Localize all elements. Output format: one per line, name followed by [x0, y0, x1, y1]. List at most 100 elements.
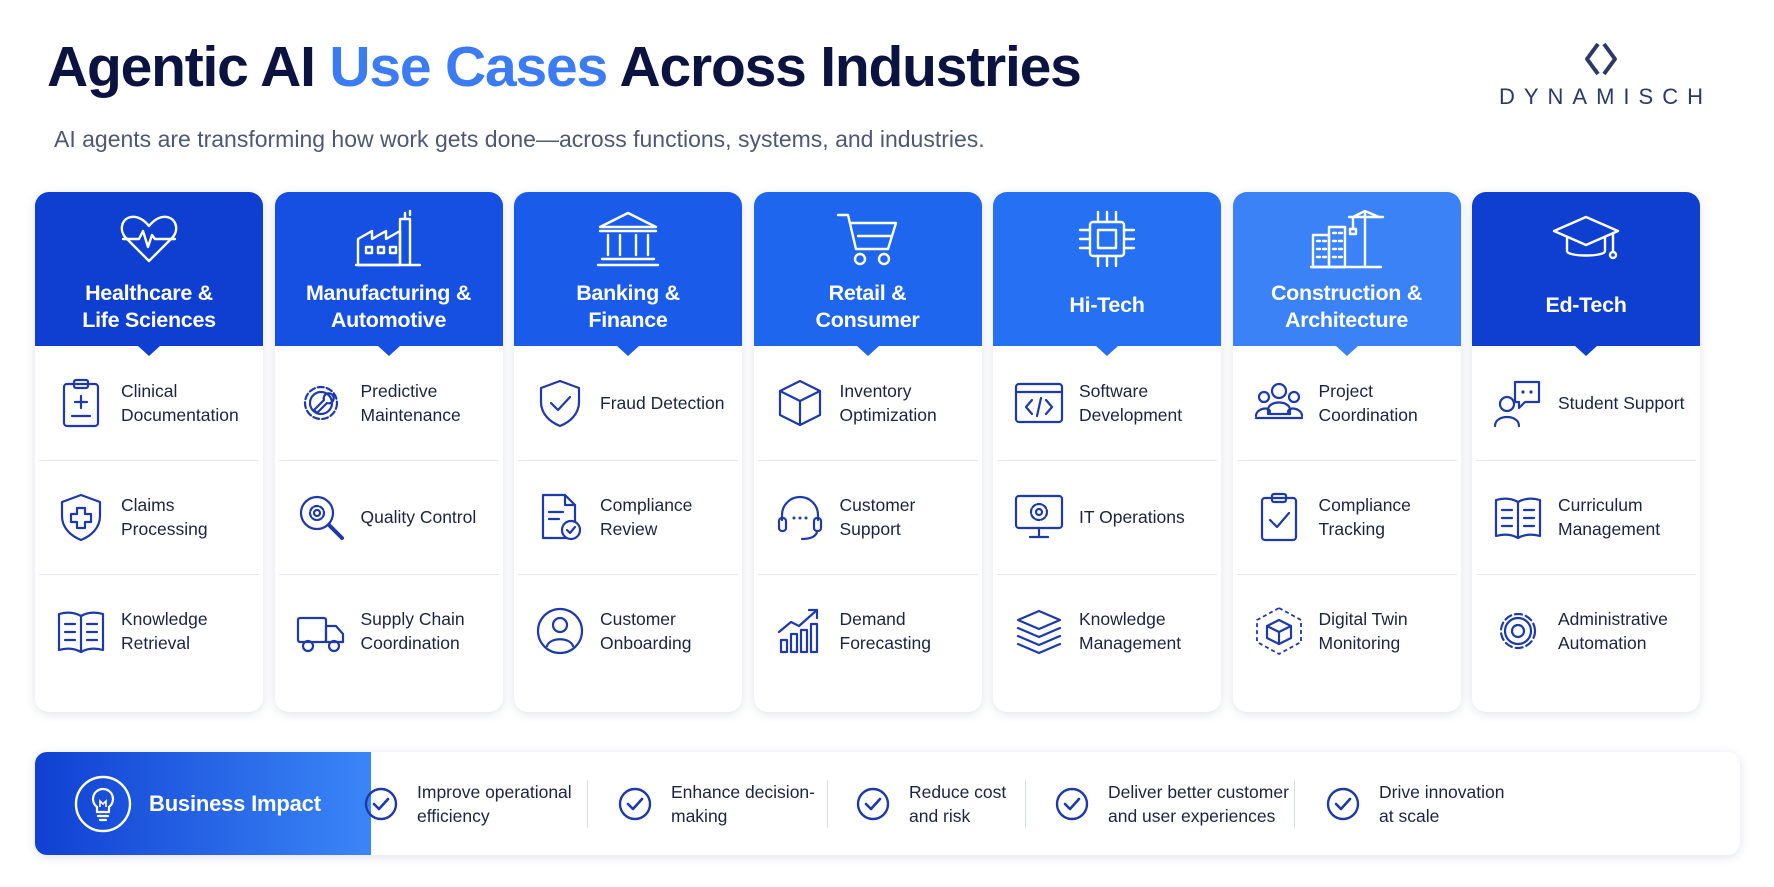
shield-check-icon — [532, 375, 588, 431]
use-case-label: Demand Forecasting — [839, 609, 931, 653]
check-circle-icon — [1326, 787, 1360, 820]
use-case-item: Customer Support — [754, 460, 982, 574]
heartbeat-icon — [35, 206, 263, 272]
gear-magnifier-icon — [293, 489, 349, 545]
use-case-item: Administrative Automation — [1472, 574, 1700, 688]
benefit-line-1: Drive innovation — [1379, 781, 1505, 802]
use-case-label: IT Operations — [1079, 507, 1185, 527]
benefit-line-2: and user experiences — [1108, 805, 1276, 826]
headset-icon — [772, 489, 828, 545]
user-chat-icon — [1490, 375, 1546, 431]
lightbulb-icon — [71, 772, 135, 836]
stacked-books-icon — [1011, 603, 1067, 659]
check-circle-icon — [364, 787, 398, 820]
use-case-item: Knowledge Management — [993, 574, 1221, 688]
use-case-label: Fraud Detection — [600, 393, 725, 413]
use-case-item: Predictive Maintenance — [275, 346, 503, 460]
title-accent: Use Cases — [329, 35, 608, 99]
use-case-label: Clinical Documentation — [121, 381, 239, 425]
clipboard-plus-icon — [53, 375, 109, 431]
use-case-item: Claims Processing — [35, 460, 263, 574]
use-case-label: Software Development — [1079, 381, 1183, 425]
use-case-item: Inventory Optimization — [754, 346, 982, 460]
benefit-item: Improve operational efficiency — [363, 752, 572, 855]
use-case-item: Software Development — [993, 346, 1221, 460]
use-case-label: Supply Chain Coordination — [360, 609, 465, 653]
benefit-text: Improve operational efficiency — [417, 780, 572, 828]
check-circle-icon — [618, 787, 652, 820]
bank-icon — [514, 206, 742, 272]
shopping-cart-icon — [754, 206, 982, 272]
benefit-line-2: efficiency — [417, 805, 490, 826]
benefit-item: Enhance decision-making — [617, 752, 815, 855]
benefit-divider — [1294, 780, 1295, 828]
industry-title: Hi-Tech — [1069, 293, 1145, 317]
use-case-label: Curriculum Management — [1558, 495, 1661, 539]
business-impact-header: Business Impact — [35, 752, 371, 855]
industry-title: Manufacturing &Automotive — [305, 281, 472, 332]
use-case-label: Inventory Optimization — [839, 381, 937, 425]
use-case-label: Knowledge Retrieval — [121, 609, 208, 653]
use-case-item: Student Support — [1472, 346, 1700, 460]
benefit-line-1: Reduce cost — [909, 781, 1007, 802]
check-circle-icon — [1055, 787, 1089, 820]
gear-icon — [1490, 603, 1546, 659]
use-case-item: Curriculum Management — [1472, 460, 1700, 574]
page-title: Agentic AI Use Cases Across Industries — [47, 34, 1082, 100]
use-case-item: Clinical Documentation — [35, 346, 263, 460]
benefit-divider — [587, 780, 588, 828]
industry-title: Retail &Consumer — [815, 281, 920, 332]
use-case-label: Quality Control — [360, 507, 477, 527]
benefit-divider — [827, 780, 828, 828]
use-case-label: Customer Onboarding — [600, 609, 692, 653]
use-case-item: Digital Twin Monitoring — [1233, 574, 1461, 688]
business-impact-bar: Business Impact Improve operational effic… — [35, 752, 1740, 855]
logo-mark-icon — [1585, 42, 1617, 76]
use-case-item: Compliance Review — [514, 460, 742, 574]
title-part-2: Across Industries — [619, 35, 1082, 99]
benefit-line-1: Improve operational — [417, 781, 572, 802]
use-case-label: Compliance Tracking — [1318, 495, 1411, 539]
use-case-item: IT Operations — [993, 460, 1221, 574]
benefit-line-1: Enhance decision- — [671, 781, 815, 802]
open-book-icon — [53, 603, 109, 659]
use-case-label: Administrative Automation — [1558, 609, 1668, 653]
factory-icon — [275, 206, 503, 272]
use-case-label: Predictive Maintenance — [360, 381, 461, 425]
code-window-icon — [1011, 375, 1067, 431]
industry-card-header: Ed-Tech — [1472, 192, 1700, 356]
logo-text: DYNAMISCH — [1498, 84, 1712, 109]
use-case-label: Customer Support — [839, 495, 916, 539]
use-case-label: Project Coordination — [1318, 381, 1418, 425]
benefit-text: Enhance decision-making — [671, 780, 815, 828]
use-case-item: Project Coordination — [1233, 346, 1461, 460]
use-case-item: Compliance Tracking — [1233, 460, 1461, 574]
graduation-cap-icon — [1472, 206, 1700, 272]
chip-icon — [993, 206, 1221, 272]
use-case-item: Supply Chain Coordination — [275, 574, 503, 688]
industry-card-header: Construction &Architecture — [1232, 192, 1461, 356]
title-part-1: Agentic AI — [47, 35, 316, 99]
benefit-divider — [1025, 780, 1026, 828]
crane-building-icon — [1233, 206, 1461, 272]
industry-card-header: Manufacturing &Automotive — [274, 192, 503, 356]
clipboard-check-icon — [1251, 489, 1307, 545]
industry-title: Construction &Architecture — [1270, 281, 1423, 332]
use-case-item: Fraud Detection — [514, 346, 742, 460]
use-case-label: Claims Processing — [121, 495, 208, 539]
industry-title: Banking &Finance — [576, 281, 680, 332]
